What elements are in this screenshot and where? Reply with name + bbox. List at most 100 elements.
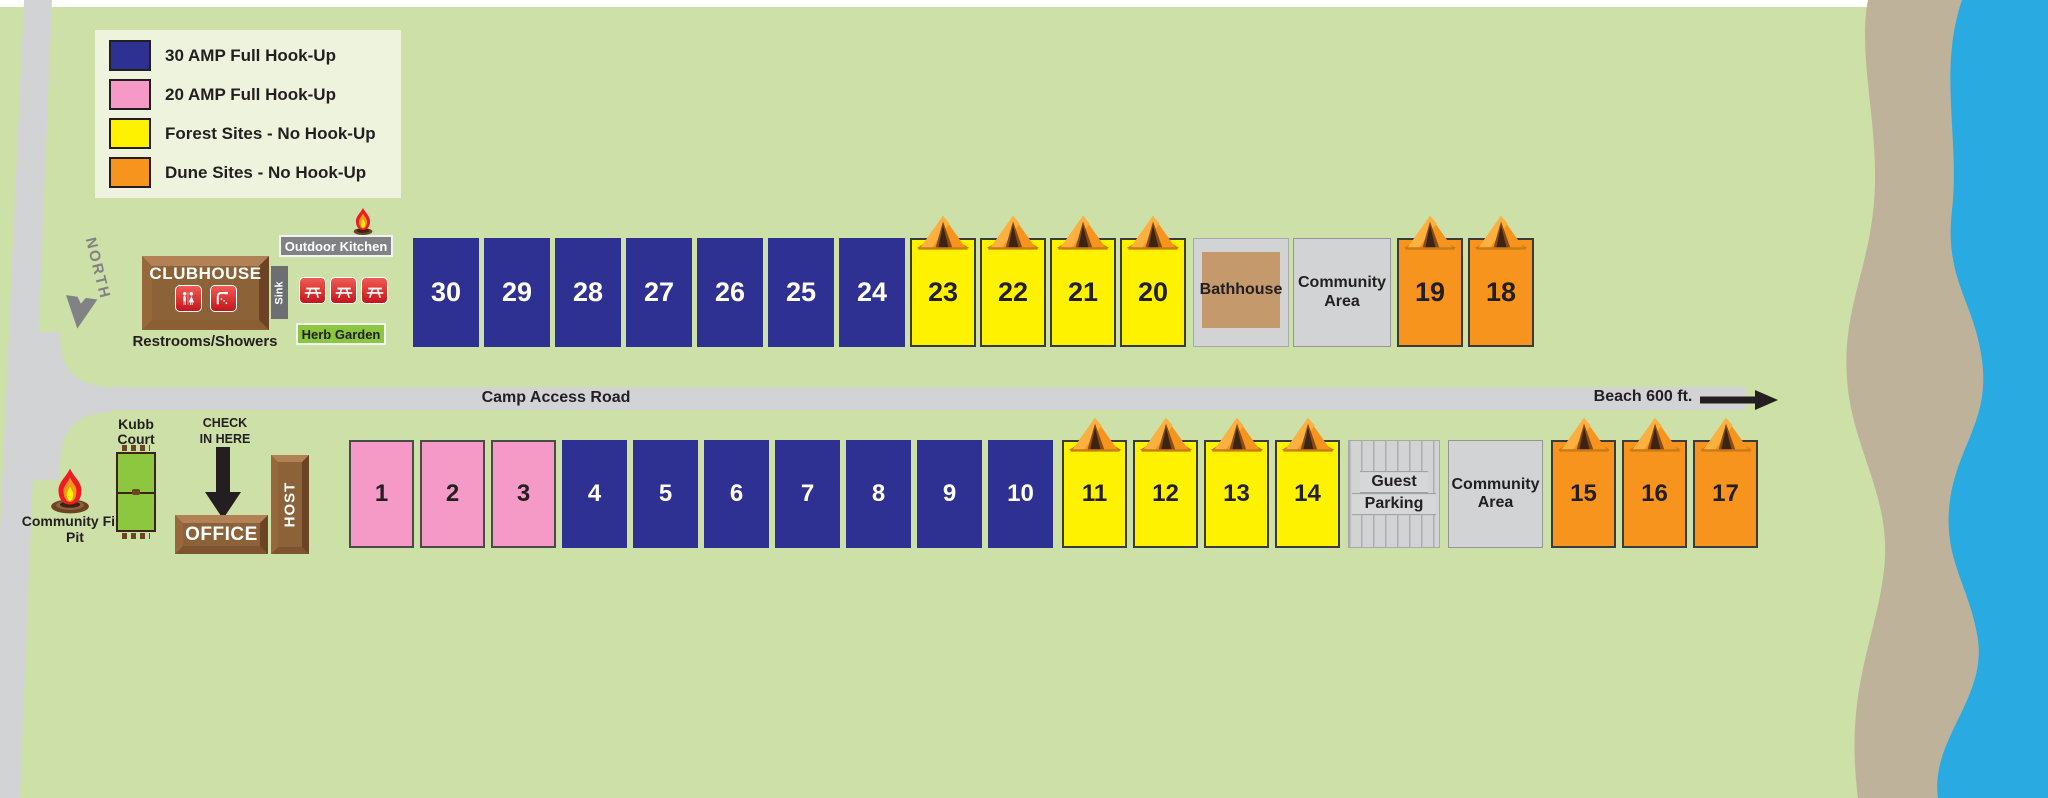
legend-item: Forest Sites - No Hook-Up — [109, 118, 387, 149]
guest-parking-label-line2: Parking — [1352, 493, 1436, 516]
site-24: 24 — [839, 238, 905, 347]
site-13: 13 — [1204, 417, 1269, 548]
site-number: 8 — [871, 480, 886, 507]
site-26: 26 — [697, 238, 763, 347]
north-forest-sites: 23 22 21 — [910, 215, 1186, 347]
site-10: 10 — [988, 440, 1053, 548]
beach-arrow-icon — [1700, 390, 1778, 415]
sink-label: Sink — [273, 280, 286, 305]
site-number: 1 — [374, 480, 389, 507]
legend-swatch-forest — [109, 118, 151, 149]
site-number: 20 — [1137, 277, 1169, 307]
site-number: 24 — [856, 277, 888, 307]
tent-icon — [984, 213, 1042, 251]
site-number: 22 — [997, 277, 1029, 307]
beach-sand — [1846, 0, 1984, 798]
site-number: 29 — [501, 277, 533, 307]
guest-parking: Guest Parking — [1348, 440, 1440, 548]
south-forest-sites: 11 12 13 — [1062, 417, 1340, 548]
tent-icon — [1472, 213, 1530, 251]
camp-access-road-label: Camp Access Road — [481, 389, 631, 406]
legend-label: Forest Sites - No Hook-Up — [165, 123, 376, 143]
clubhouse-title: CLUBHOUSE — [149, 264, 262, 283]
tent-icon — [1279, 415, 1337, 453]
shower-icon — [209, 285, 237, 312]
site-30: 30 — [413, 238, 479, 347]
site-number: 16 — [1641, 480, 1668, 507]
clubhouse-icons — [174, 285, 237, 312]
site-number: 11 — [1081, 480, 1108, 507]
kubb-pegs — [122, 445, 150, 451]
camp-access-road — [26, 387, 1745, 410]
community-area-south: Community Area — [1448, 440, 1543, 548]
site-number: 15 — [1570, 480, 1597, 507]
north-label: NORTH — [81, 235, 114, 302]
legend-swatch-dune — [109, 157, 151, 188]
check-in-arrow-icon — [204, 447, 242, 524]
site-6: 6 — [704, 440, 769, 548]
tent-icon — [1054, 213, 1112, 251]
tent-icon — [1124, 213, 1182, 251]
site-28: 28 — [555, 238, 621, 347]
site-27: 27 — [626, 238, 692, 347]
site-8: 8 — [846, 440, 911, 548]
kubb-court-label: Kubb Court — [117, 416, 155, 447]
site-number: 13 — [1223, 480, 1250, 507]
site-number: 30 — [430, 277, 462, 307]
site-number: 6 — [729, 480, 744, 507]
tent-icon — [1555, 415, 1613, 453]
site-number: 10 — [1007, 480, 1034, 507]
picnic-table-icon — [299, 277, 326, 304]
kubb-court — [116, 445, 156, 539]
site-18: 18 — [1468, 215, 1534, 347]
site-23: 23 — [910, 215, 976, 347]
site-12: 12 — [1133, 417, 1198, 548]
clubhouse-building: CLUBHOUSE — [142, 256, 269, 330]
host-site: HOST — [271, 455, 309, 554]
site-number: 27 — [643, 277, 675, 307]
site-number: 18 — [1485, 277, 1517, 307]
site-number: 14 — [1294, 480, 1321, 507]
legend-swatch-20amp — [109, 79, 151, 110]
tent-icon — [1066, 415, 1124, 453]
office-building: OFFICE — [175, 515, 268, 554]
legend-item: 30 AMP Full Hook-Up — [109, 40, 387, 71]
site-14: 14 — [1275, 417, 1340, 548]
site-22: 22 — [980, 215, 1046, 347]
site-number: 17 — [1712, 480, 1739, 507]
site-15: 15 — [1551, 417, 1616, 548]
bathhouse-label: Bathhouse — [1200, 252, 1282, 328]
north-arrow-icon — [57, 294, 100, 340]
site-number: 2 — [445, 480, 460, 507]
north-site-row: 30 29 28 — [413, 215, 1534, 347]
guest-parking-label-line1: Guest — [1360, 471, 1428, 494]
tent-icon — [1626, 415, 1684, 453]
picnic-table-icon — [330, 277, 357, 304]
south-dune-sites: 15 16 17 — [1551, 417, 1758, 548]
herb-garden: Herb Garden — [296, 323, 386, 345]
legend-label: Dune Sites - No Hook-Up — [165, 162, 367, 182]
site-17: 17 — [1693, 417, 1758, 548]
site-20: 20 — [1120, 215, 1186, 347]
site-number: 23 — [927, 277, 959, 307]
site-9: 9 — [917, 440, 982, 548]
herb-garden-label: Herb Garden — [301, 326, 381, 342]
map-legend: 30 AMP Full Hook-Up 20 AMP Full Hook-Up … — [95, 30, 401, 198]
site-number: 25 — [785, 277, 817, 307]
site-number: 7 — [800, 480, 815, 507]
site-number: 26 — [714, 277, 746, 307]
south-20amp-sites: 1 2 3 — [349, 440, 556, 548]
site-4: 4 — [562, 440, 627, 548]
site-25: 25 — [768, 238, 834, 347]
site-19: 19 — [1397, 215, 1463, 347]
tent-icon — [1401, 213, 1459, 251]
legend-swatch-30amp — [109, 40, 151, 71]
site-number: 9 — [942, 480, 957, 507]
site-29: 29 — [484, 238, 550, 347]
site-3: 3 — [491, 440, 556, 548]
campfire-icon — [351, 207, 375, 240]
site-7: 7 — [775, 440, 840, 548]
site-2: 2 — [420, 440, 485, 548]
bathhouse: Bathhouse — [1193, 238, 1289, 347]
community-fire-pit-icon — [48, 466, 92, 519]
